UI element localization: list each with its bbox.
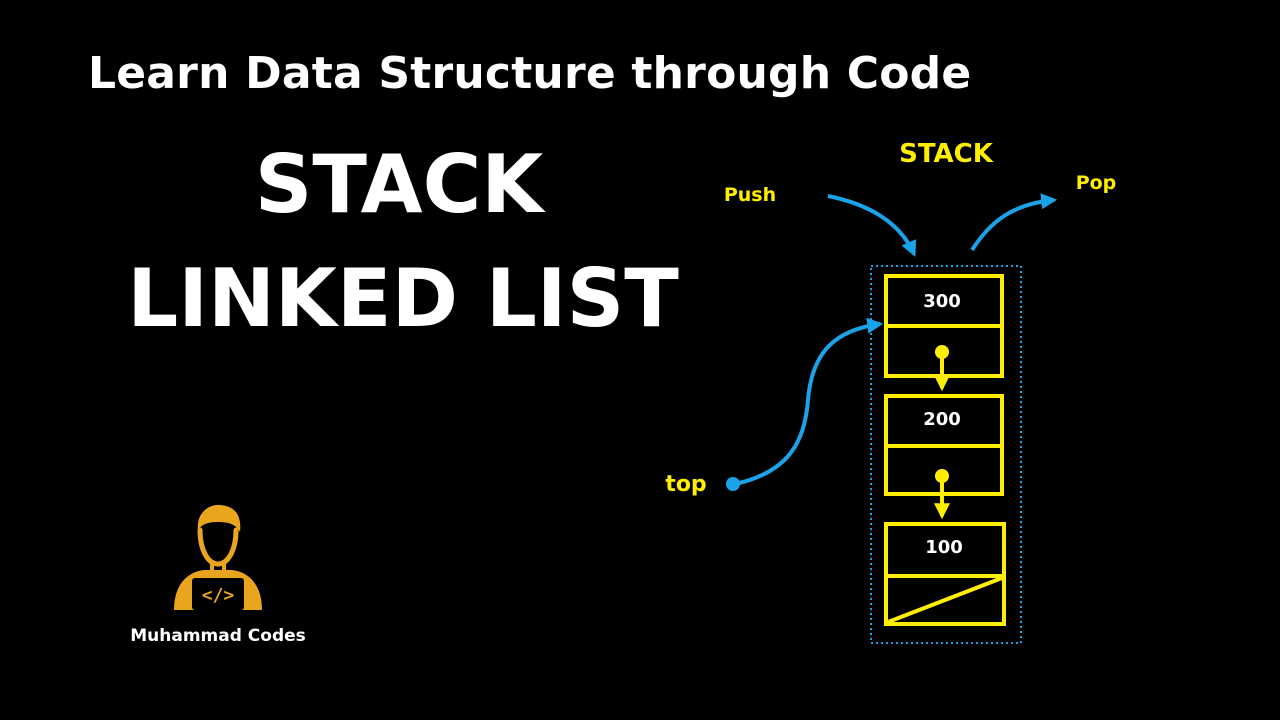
next-pointer-1 <box>934 345 950 392</box>
push-label: Push <box>724 184 776 206</box>
title-stack: STACK <box>254 138 544 231</box>
top-pointer-origin <box>726 477 740 491</box>
title-linked-list: LINKED LIST <box>127 252 679 345</box>
node-value: 100 <box>925 537 963 558</box>
node-value: 200 <box>923 409 961 430</box>
pop-arrow <box>970 193 1058 252</box>
top-pointer-arrow <box>734 317 884 486</box>
pop-label: Pop <box>1076 172 1117 194</box>
stack-container <box>870 265 1022 644</box>
brand-name: Muhammad Codes <box>130 626 306 646</box>
stack-node-3: 100 <box>884 522 1006 626</box>
node-value: 300 <box>923 291 961 312</box>
headline: Learn Data Structure through Code <box>88 48 972 99</box>
null-pointer-slash <box>887 576 1003 624</box>
push-arrow <box>827 194 917 257</box>
next-pointer-2 <box>934 469 950 520</box>
top-label: top <box>665 472 706 497</box>
code-glyph: </> <box>202 585 235 606</box>
diagram-title: STACK <box>899 139 994 169</box>
brand: </> Muhammad Codes <box>120 500 316 646</box>
developer-avatar-icon: </> <box>174 504 262 610</box>
